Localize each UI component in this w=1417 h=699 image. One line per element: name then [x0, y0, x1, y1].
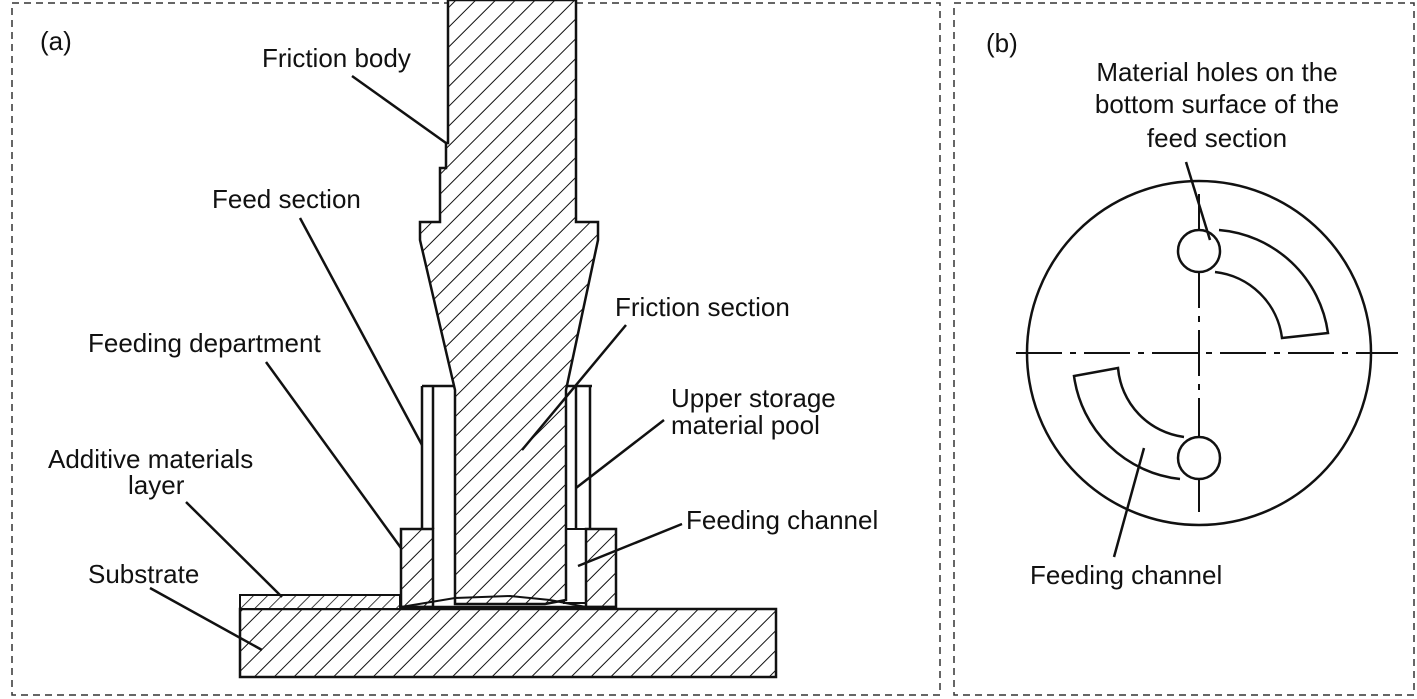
- substrate-block: [238, 607, 778, 679]
- feed-section-sleeve: [420, 384, 592, 529]
- panel-a-tag: (a): [40, 26, 72, 56]
- label-friction-section: Friction section: [615, 292, 790, 322]
- rod-bottom-interface: [400, 594, 587, 608]
- upper-feeding-slot: [1214, 228, 1330, 340]
- label-additive-1: Additive materials: [48, 444, 253, 474]
- panel-a-drawing: [149, 0, 778, 679]
- label-substrate: Substrate: [88, 559, 199, 589]
- lower-feeding-slot: [1072, 366, 1185, 481]
- label-feed-section: Feed section: [212, 184, 361, 214]
- panel-b-tag: (b): [986, 28, 1018, 58]
- panel-a-frame: [11, 2, 941, 696]
- leader-feed-section: [298, 217, 424, 446]
- leader-material-holes: [1184, 161, 1212, 241]
- label-holes-2: bottom surface of the: [1095, 89, 1339, 119]
- label-holes-3: feed section: [1147, 123, 1287, 153]
- leader-friction-body: [351, 74, 447, 145]
- friction-body: [418, 0, 600, 606]
- feeding-department-left: [399, 527, 435, 609]
- panel-b-frame: [953, 2, 1415, 696]
- label-additive-2: layer: [128, 470, 185, 500]
- feeding-channel-slot: [563, 529, 587, 604]
- feeding-department-right: [584, 527, 618, 609]
- label-feeding-department: Feeding department: [88, 328, 321, 358]
- leader-friction-section: [521, 324, 627, 451]
- label-holes-1: Material holes on the: [1096, 57, 1337, 87]
- lower-material-hole: [1176, 435, 1222, 481]
- leader-upper-storage: [575, 419, 665, 489]
- panel-b-drawing: [1016, 161, 1398, 558]
- label-upper-storage-2: material pool: [671, 410, 820, 440]
- label-feeding-channel-b: Feeding channel: [1030, 560, 1222, 590]
- label-feeding-channel-a: Feeding channel: [686, 505, 878, 535]
- leader-feeding-department: [264, 361, 403, 549]
- leader-feeding-channel: [577, 522, 683, 568]
- additive-layer: [239, 594, 401, 610]
- upper-material-hole: [1176, 228, 1222, 274]
- leader-additive-layer: [185, 501, 283, 598]
- leader-feeding-channel-b: [1112, 447, 1146, 558]
- leader-substrate: [149, 586, 263, 652]
- label-upper-storage-1: Upper storage: [671, 383, 836, 413]
- label-friction-body: Friction body: [262, 43, 411, 73]
